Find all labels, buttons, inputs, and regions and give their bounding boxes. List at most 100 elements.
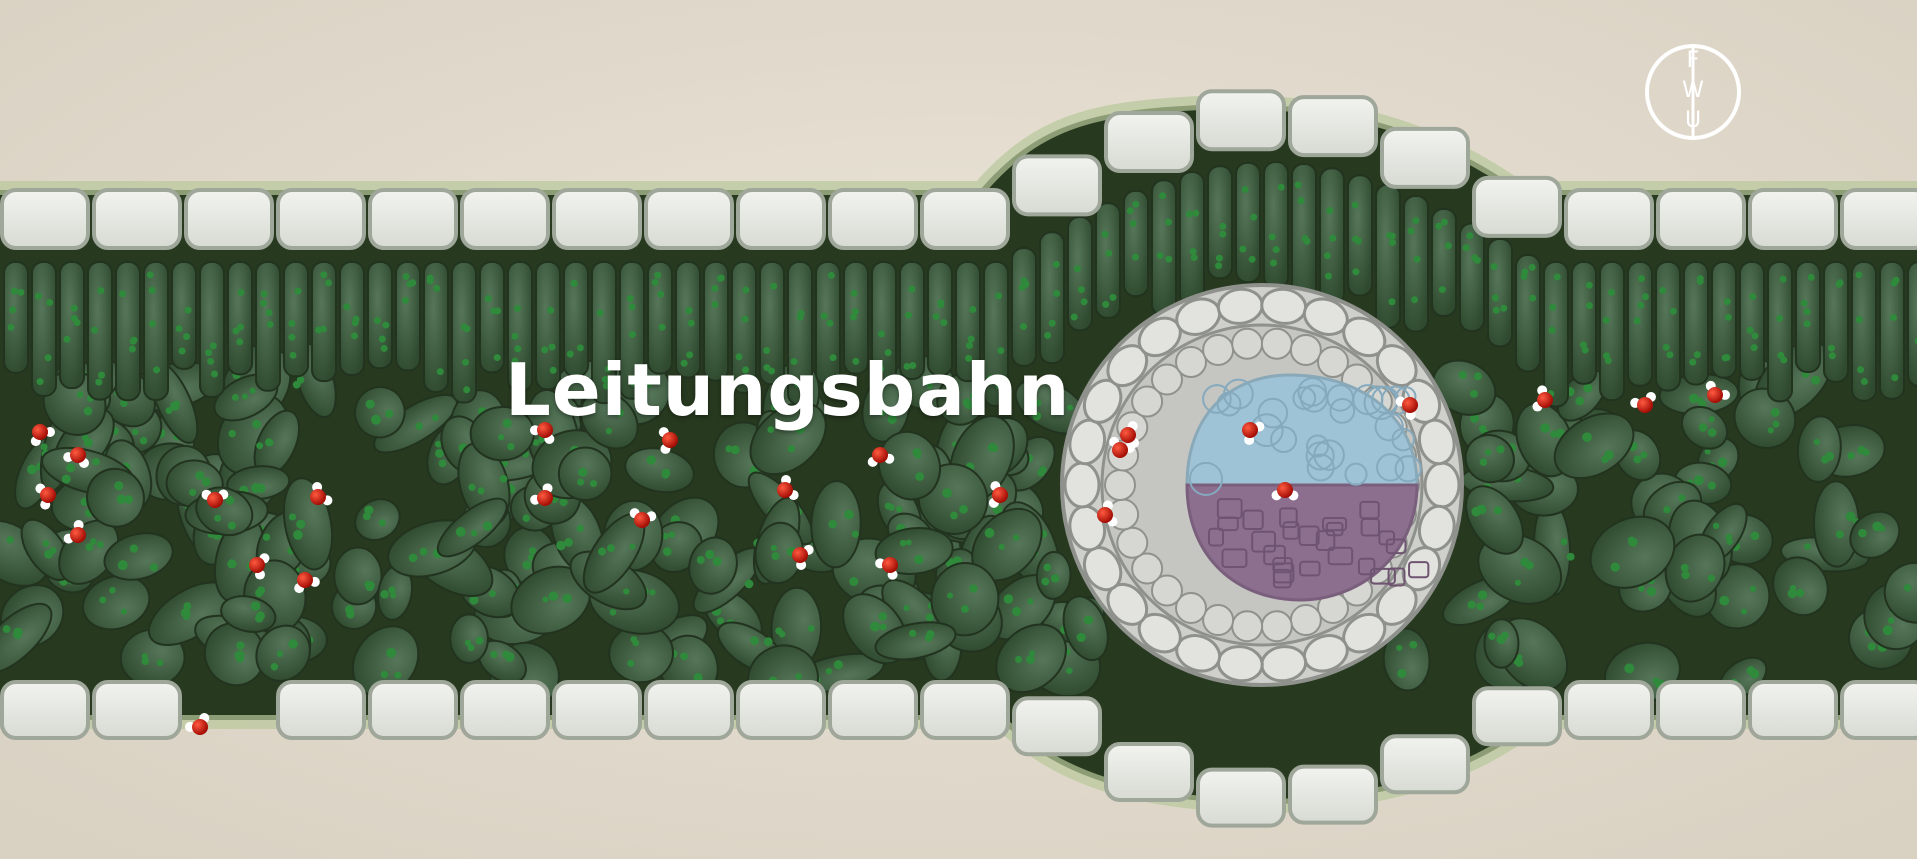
chloroplast xyxy=(884,349,892,357)
chloroplast xyxy=(276,650,284,657)
chloroplast xyxy=(696,555,705,564)
chloroplast xyxy=(148,320,156,328)
chloroplast xyxy=(1882,625,1893,636)
phloem-cell xyxy=(1299,560,1321,577)
water-molecule xyxy=(310,482,333,506)
logo-letter-u: U xyxy=(1684,108,1702,133)
chloroplast xyxy=(790,358,798,366)
palisade-cell xyxy=(1795,261,1821,373)
chloroplast xyxy=(511,357,519,365)
chloroplast xyxy=(205,349,213,357)
palisade-cell xyxy=(1515,254,1541,373)
chloroplast xyxy=(85,543,94,552)
chloroplast xyxy=(1052,260,1060,268)
chloroplast xyxy=(394,671,402,679)
chloroplast xyxy=(1610,562,1620,572)
chloroplast xyxy=(1471,254,1479,262)
chloroplast xyxy=(1749,585,1757,592)
chloroplast xyxy=(969,391,978,400)
water-molecule xyxy=(792,544,814,570)
chloroplast xyxy=(1750,531,1760,541)
chloroplast xyxy=(680,652,689,661)
chloroplast xyxy=(1018,283,1026,291)
chloroplast xyxy=(1855,271,1863,279)
chloroplast xyxy=(877,330,885,338)
chloroplast xyxy=(807,624,815,632)
chloroplast xyxy=(315,326,323,334)
chloroplast xyxy=(905,311,913,319)
parenchyma-cell xyxy=(1202,604,1235,637)
chloroplast xyxy=(1549,303,1557,311)
chloroplast xyxy=(1858,528,1867,538)
fwu-logo-circle xyxy=(1645,44,1741,140)
chloroplast xyxy=(464,639,472,646)
chloroplast xyxy=(1351,201,1359,209)
chloroplast xyxy=(1083,615,1093,625)
epidermis-cell xyxy=(1564,188,1654,250)
chloroplast xyxy=(1493,506,1502,515)
mesophyll-cell xyxy=(86,467,145,528)
chloroplast xyxy=(680,359,688,367)
chloroplast xyxy=(1294,181,1302,189)
palisade-cell xyxy=(1655,261,1681,392)
chloroplast xyxy=(937,299,945,307)
palisade-cell xyxy=(143,261,169,401)
chloroplast xyxy=(382,321,390,329)
palisade-cell xyxy=(1767,261,1793,403)
palisade-cell xyxy=(1851,261,1877,402)
chloroplast xyxy=(81,434,89,441)
chloroplast xyxy=(1277,183,1285,191)
chloroplast xyxy=(493,354,501,362)
chloroplast xyxy=(1889,314,1897,322)
chloroplast xyxy=(265,309,273,317)
phloem-cell xyxy=(1298,525,1320,546)
chloroplast xyxy=(365,582,375,592)
oxygen-atom xyxy=(40,487,56,503)
epidermis-cell xyxy=(1748,680,1838,740)
chloroplast xyxy=(1471,506,1482,517)
phloem-cell xyxy=(1273,562,1295,584)
chloroplast xyxy=(1458,370,1467,379)
chloroplast xyxy=(1469,389,1478,398)
epidermis-cell xyxy=(1748,188,1838,250)
chloroplast xyxy=(1521,268,1529,276)
chloroplast xyxy=(947,592,954,599)
epidermis-cell xyxy=(1012,154,1102,217)
chloroplast xyxy=(195,471,205,480)
chloroplast xyxy=(1525,560,1534,570)
oxygen-atom xyxy=(662,432,678,448)
chloroplast xyxy=(705,549,715,560)
palisade-cell xyxy=(927,261,953,377)
chloroplast xyxy=(950,511,958,520)
chloroplast xyxy=(288,513,297,521)
chloroplast xyxy=(1659,286,1667,294)
chloroplast xyxy=(1050,574,1060,583)
chloroplast xyxy=(1012,534,1020,541)
oxygen-atom xyxy=(882,557,898,573)
chloroplast xyxy=(131,428,139,436)
chloroplast xyxy=(1026,655,1035,664)
chloroplast xyxy=(373,317,381,325)
oxygen-atom xyxy=(1637,397,1653,413)
chloroplast xyxy=(1550,430,1558,438)
chloroplast xyxy=(903,362,911,370)
water-molecule xyxy=(629,508,657,528)
mesophyll-cell xyxy=(930,561,1000,637)
chloroplast xyxy=(909,629,917,638)
chloroplast xyxy=(964,400,974,410)
chloroplast xyxy=(965,354,973,362)
phloem-cells xyxy=(1208,498,1430,589)
chloroplast xyxy=(997,347,1005,355)
chloroplast xyxy=(654,271,662,279)
chloroplast xyxy=(735,353,743,361)
chloroplast xyxy=(1272,246,1280,254)
chloroplast xyxy=(1585,302,1593,310)
chloroplast xyxy=(9,306,17,314)
chloroplast xyxy=(1388,238,1396,246)
chloroplast xyxy=(207,357,215,365)
chloroplast xyxy=(1248,255,1256,263)
chloroplast xyxy=(1411,296,1419,304)
chloroplast xyxy=(643,379,653,389)
chloroplast xyxy=(668,531,676,539)
mesophyll-cell xyxy=(449,613,489,664)
